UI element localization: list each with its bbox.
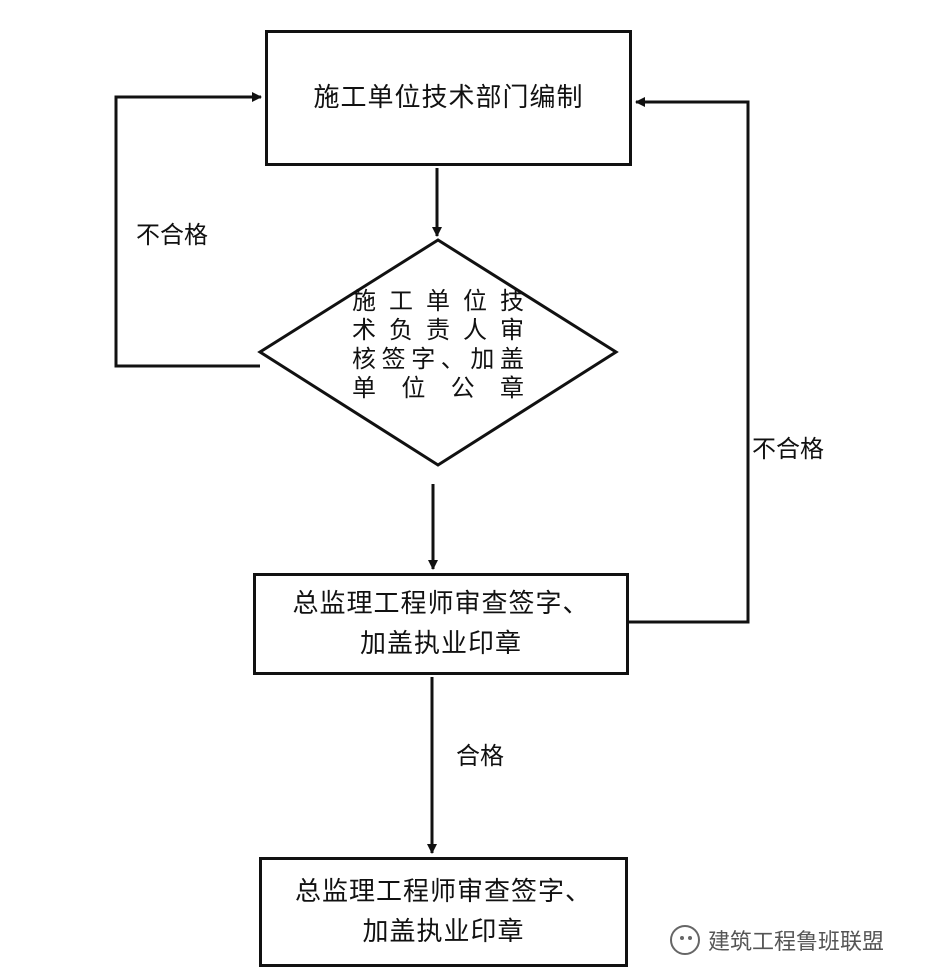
decision-diamond <box>257 238 619 467</box>
node-tech-review-line-1: 施工单位技 <box>352 287 526 315</box>
wechat-icon <box>670 925 700 955</box>
node-compile-label: 施工单位技术部门编制 <box>313 83 584 113</box>
node-compile: 施工单位技术部门编制 <box>265 30 632 166</box>
node-final-line-1: 总监理工程师审查签字、 <box>294 877 592 907</box>
node-tech-review-line-4: 单位公章 <box>352 374 526 402</box>
node-chief-review-line-1: 总监理工程师审查签字、 <box>292 589 590 619</box>
node-tech-review-line-2: 术负责人审 <box>352 316 526 344</box>
edge-label-pass: 合格 <box>456 742 504 770</box>
edge-label-reject-left: 不合格 <box>136 221 208 249</box>
node-tech-review-line-3: 核签字、加盖 <box>352 345 526 373</box>
watermark-text: 建筑工程鲁班联盟 <box>708 930 885 955</box>
node-tech-review-label: 施工单位技 术负责人审 核签字、加盖 单位公章 <box>352 287 526 403</box>
edge-label-reject-right: 不合格 <box>752 435 824 463</box>
node-final-line-2: 加盖执业印章 <box>362 917 525 947</box>
arrow-reject-right <box>629 97 750 624</box>
node-chief-review: 总监理工程师审查签字、 加盖执业印章 <box>253 573 629 675</box>
node-final: 总监理工程师审查签字、 加盖执业印章 <box>259 857 628 967</box>
watermark: 建筑工程鲁班联盟 <box>670 923 884 957</box>
node-chief-review-line-2: 加盖执业印章 <box>359 629 522 659</box>
arrow-reject-left <box>114 92 262 368</box>
